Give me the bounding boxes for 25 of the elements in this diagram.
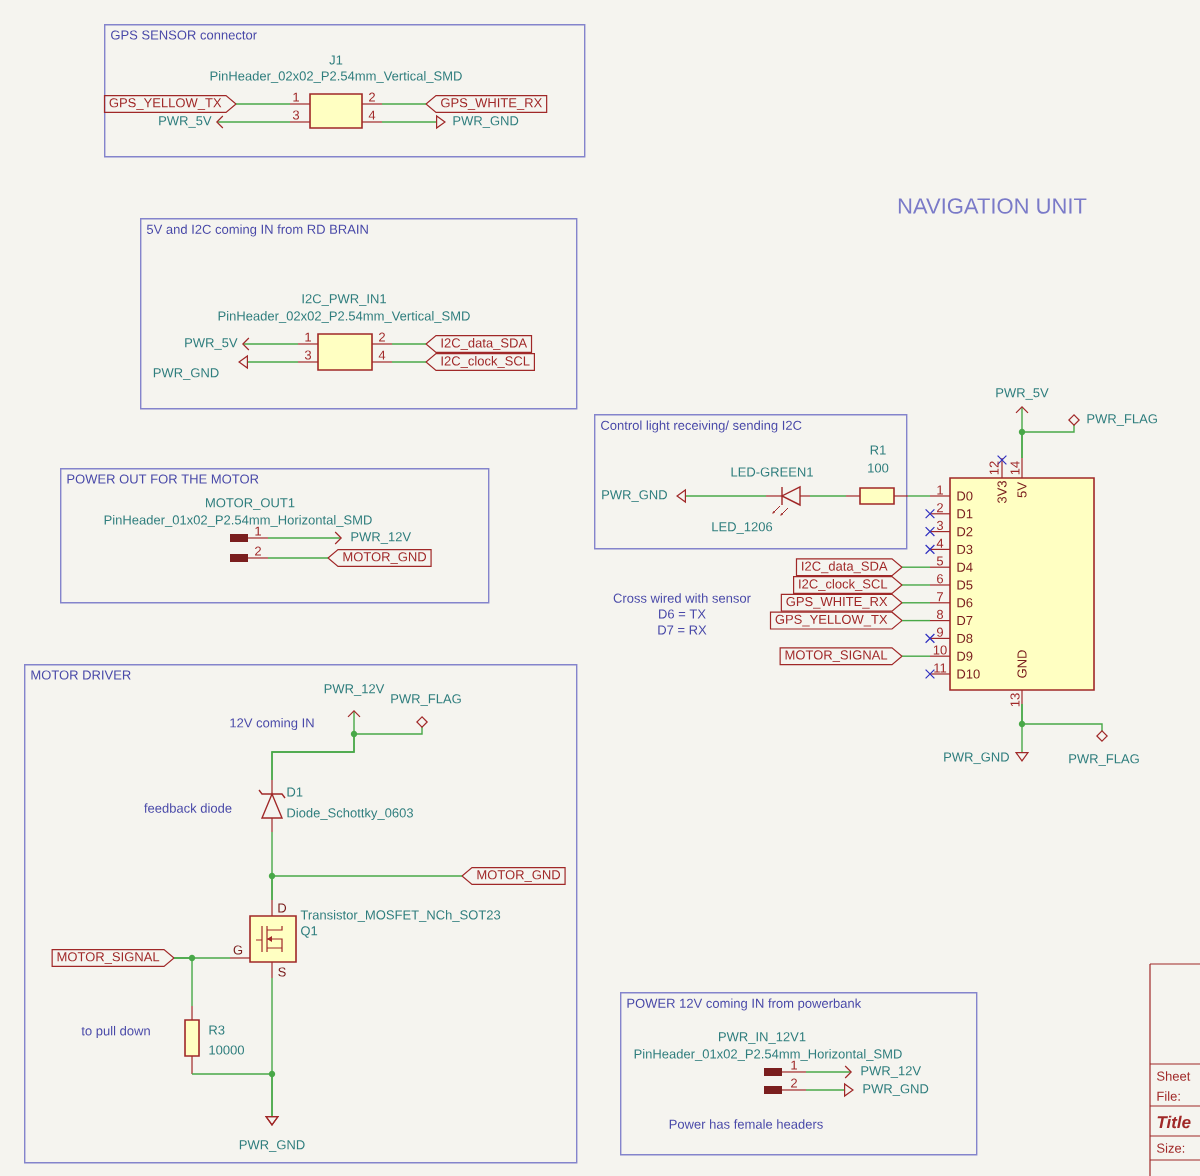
wire	[907, 495, 931, 497]
wire	[191, 1073, 280, 1126]
sheet-heading: NAVIGATION UNIT	[898, 198, 1087, 214]
wire	[1021, 414, 1080, 459]
wire	[901, 566, 931, 568]
wire	[1021, 703, 1108, 742]
wire	[235, 103, 291, 105]
wire	[267, 531, 342, 545]
title-block-label: Title	[1157, 1115, 1191, 1129]
wire	[391, 343, 427, 345]
wire	[391, 361, 427, 363]
module-symbol	[929, 457, 1095, 705]
wire	[901, 655, 931, 657]
wire	[271, 710, 361, 781]
wire	[173, 957, 193, 1007]
wire	[381, 103, 427, 105]
wire	[901, 584, 931, 586]
wire	[901, 619, 931, 622]
wire	[216, 115, 291, 129]
wire	[242, 337, 299, 351]
wire	[809, 495, 847, 497]
wire	[901, 602, 931, 604]
wire	[271, 875, 463, 901]
wire	[267, 557, 329, 559]
wire	[805, 1065, 852, 1079]
